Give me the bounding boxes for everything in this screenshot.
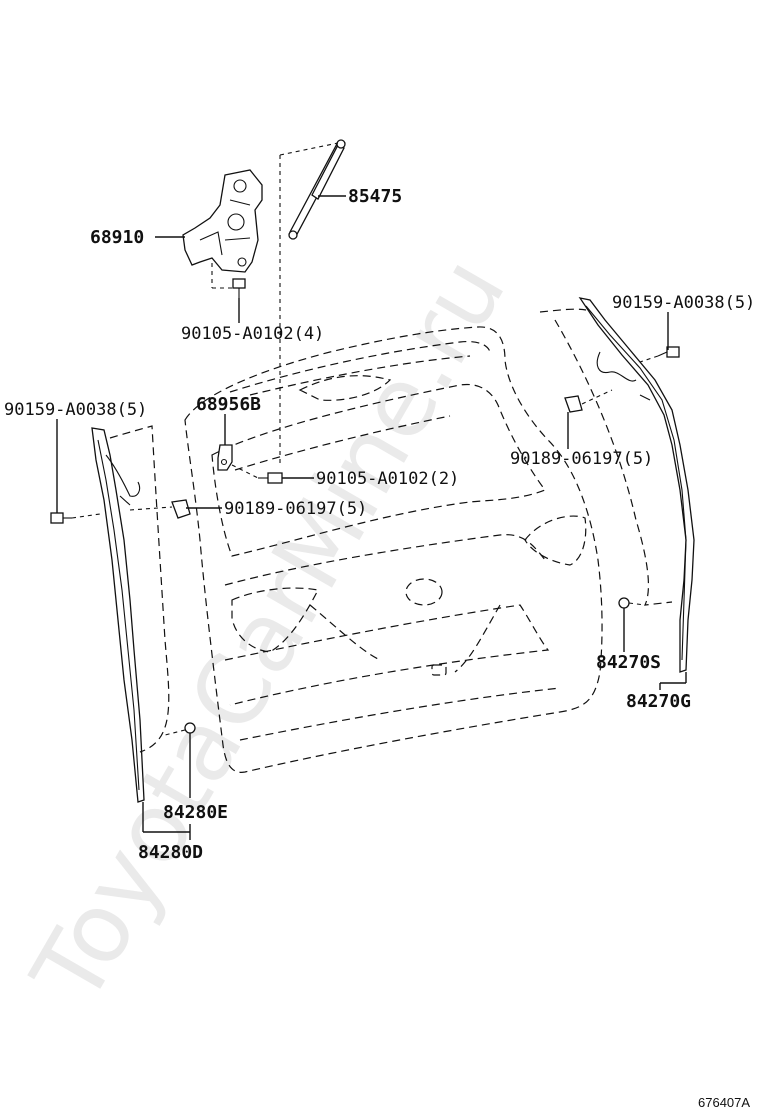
door-lock-motor-part [182,169,263,273]
label-68910: 68910 [90,227,144,248]
label-84280d: 84280D [138,842,203,863]
leader-lines [56,195,687,840]
left-seal-line [109,425,170,753]
label-84280e: 84280E [163,802,228,823]
clip-90189-right [564,395,583,413]
label-85475: 85475 [348,186,402,207]
lock-bracket-part [217,444,233,471]
clip-84280-lower [184,722,196,734]
clip-84270-lower [618,597,630,609]
bolt-90105-top [232,278,246,298]
label-90189-right: 90189-06197(5) [510,449,653,469]
back-door-outline [184,326,603,773]
label-90159-right: 90159-A0038(5) [612,293,755,313]
label-90159-left: 90159-A0038(5) [4,400,147,420]
right-weatherstrip-part [578,297,695,673]
label-90105-4: 90105-A0102(4) [181,324,324,344]
label-84270s: 84270S [596,652,661,673]
figure-id: 676407A [698,1095,750,1110]
left-weatherstrip-part [91,427,145,803]
back-door-stay-part [288,139,346,240]
screw-90159-left [50,512,72,524]
watermark: ToyotaCarMine.ru [10,239,527,1022]
label-84270g: 84270G [626,691,691,712]
label-68956b: 68956B [196,394,261,415]
label-90105-2: 90105-A0102(2) [316,469,459,489]
screw-90159-right [657,346,680,358]
label-90189-left: 90189-06197(5) [224,499,367,519]
bolt-90105-bracket [258,472,283,484]
clip-90189-left [171,499,191,519]
